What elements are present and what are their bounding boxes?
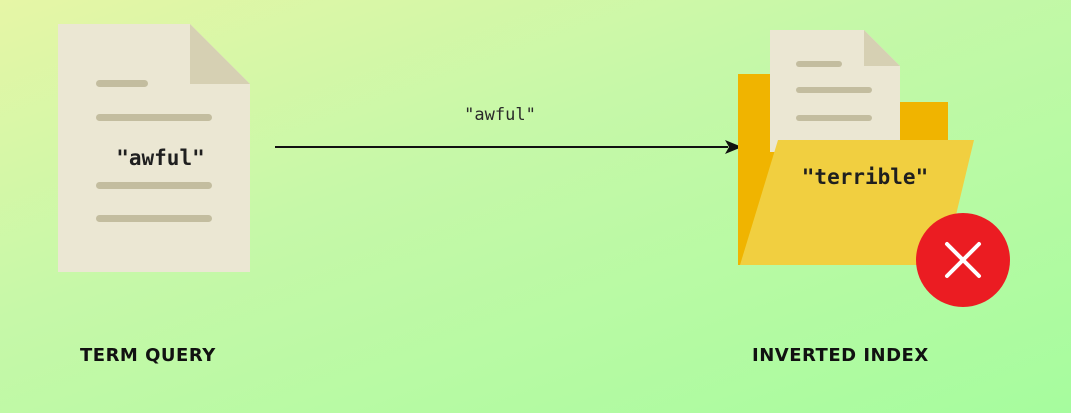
document-icon: [58, 24, 250, 272]
folder-icon: [732, 22, 982, 272]
document-term-label: "awful": [116, 146, 205, 170]
arrow-label: "awful": [464, 105, 536, 125]
inverted-index-caption: INVERTED INDEX: [752, 345, 929, 366]
index-term-label: "terrible": [801, 165, 929, 189]
arrow-connector: [270, 135, 745, 159]
error-x-icon: [915, 212, 1011, 308]
term-query-caption: TERM QUERY: [80, 345, 216, 366]
